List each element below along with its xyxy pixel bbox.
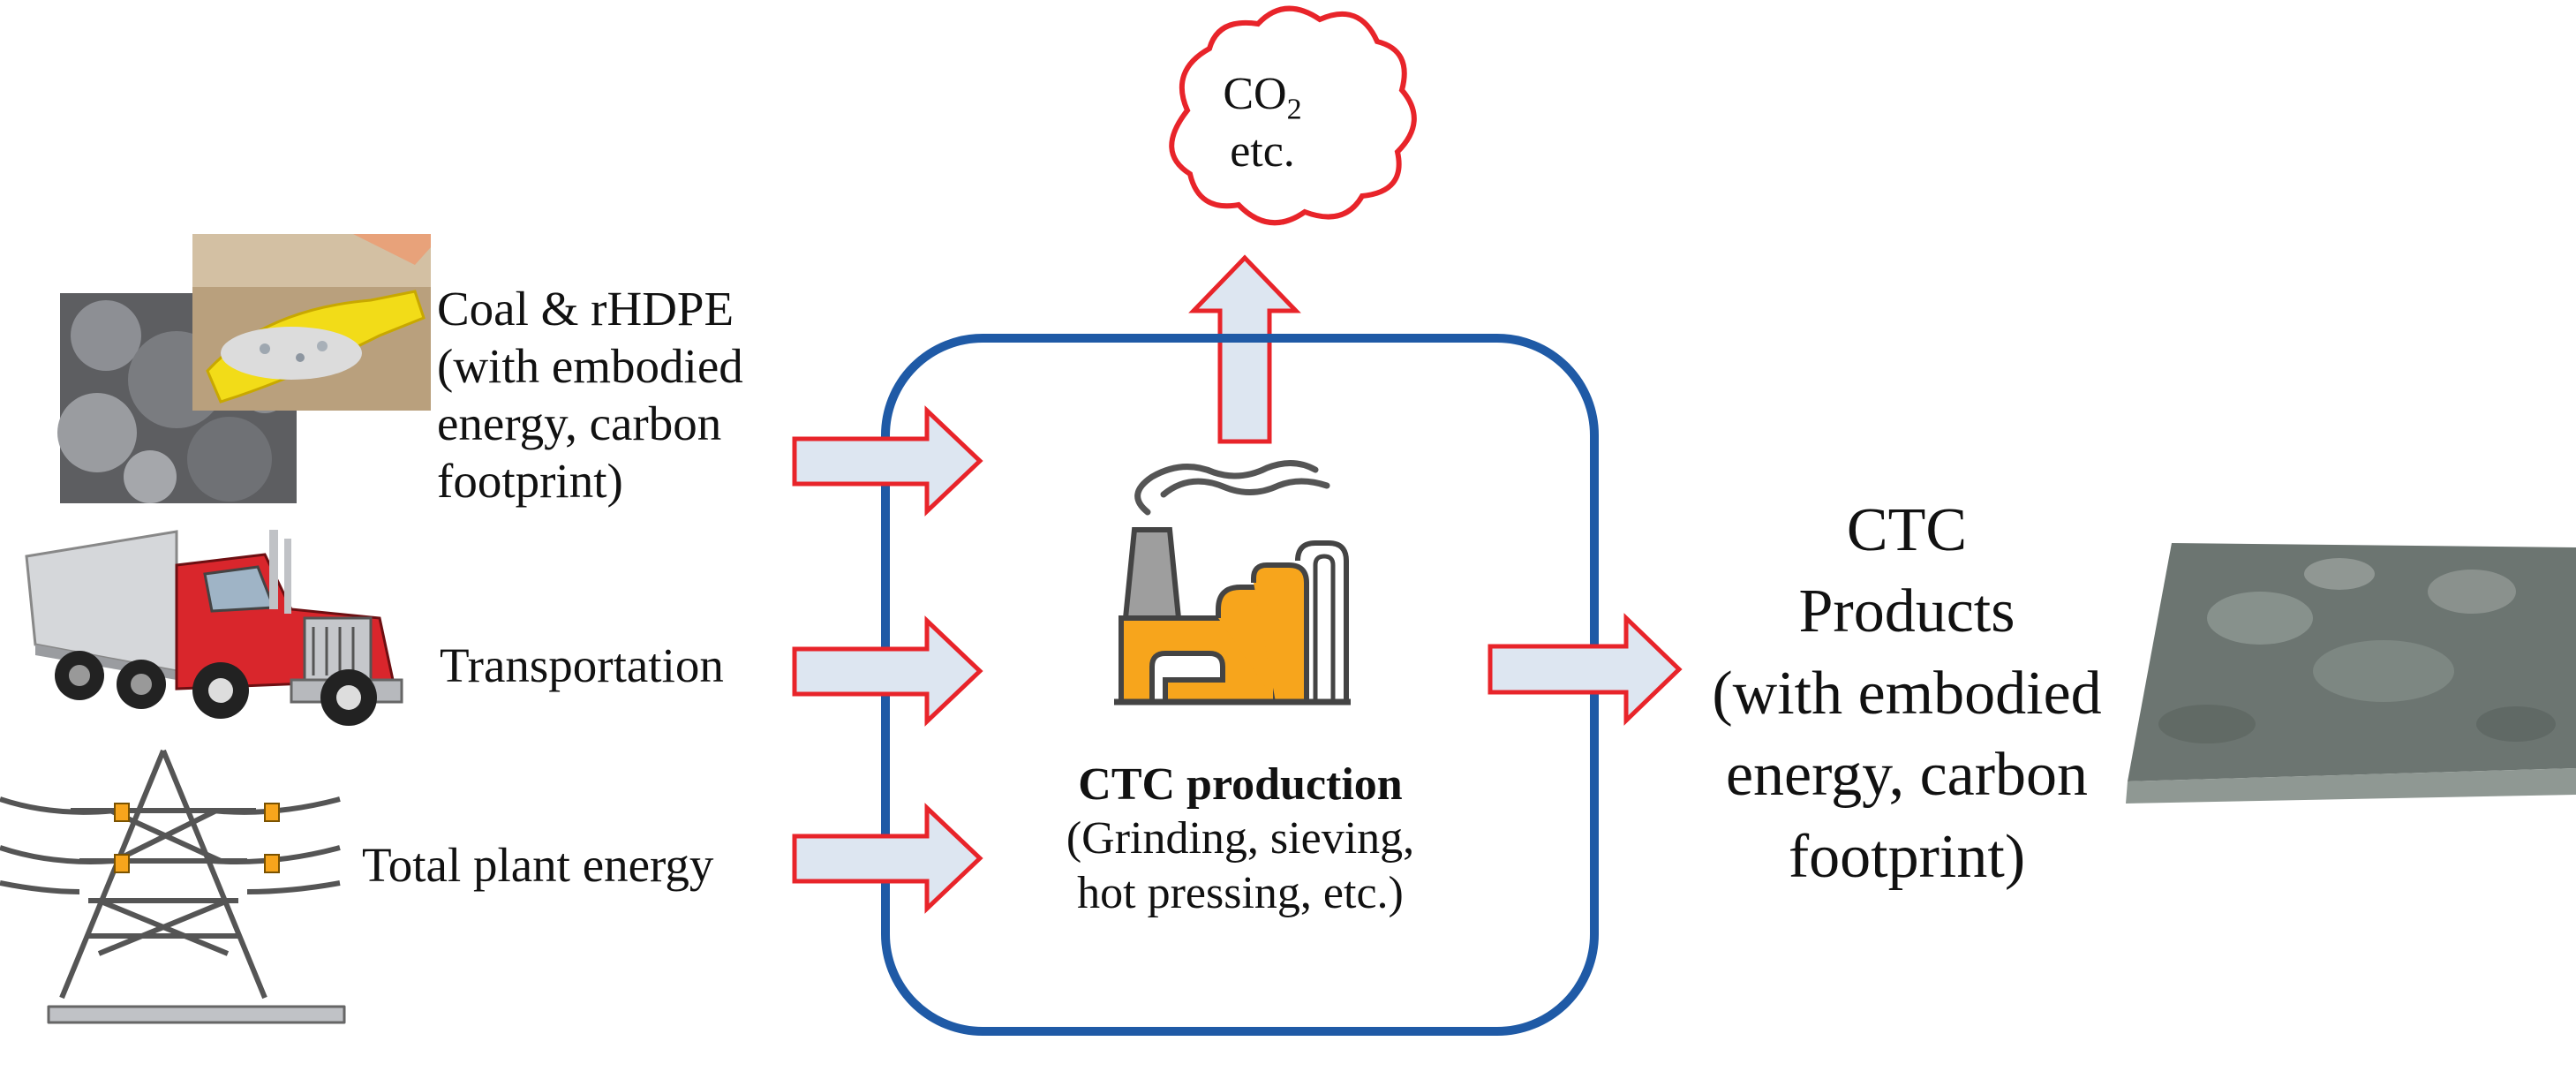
emission-cloud	[1169, 5, 1417, 226]
input-arrow-energy	[792, 803, 983, 914]
truck-icon	[25, 530, 403, 726]
materials-label-line: footprint)	[437, 453, 623, 508]
input-arrow-materials	[792, 405, 983, 517]
coal-and-plastic-photo	[57, 234, 431, 503]
cloud-label: CO2 etc.	[1187, 69, 1337, 177]
plant-energy-label: Total plant energy	[362, 838, 714, 892]
process-description: CTC production (Grinding, sieving, hot p…	[962, 758, 1518, 920]
process-detail-line: hot pressing, etc.)	[1077, 867, 1404, 918]
process-detail-line: (Grinding, sieving,	[1066, 813, 1415, 864]
materials-label-line: (with embodied	[437, 338, 743, 393]
output-label: CTC Products (with embodied energy, carb…	[1660, 490, 2154, 898]
etc-label: etc.	[1230, 125, 1295, 177]
output-arrow	[1488, 613, 1683, 726]
output-label-line: CTC	[1846, 496, 1968, 564]
materials-label: Coal & rHDPE (with embodied energy, carb…	[437, 281, 743, 510]
output-label-line: energy, carbon	[1725, 741, 2089, 810]
process-title: CTC production	[1078, 759, 1403, 810]
output-label-line: Products	[1798, 577, 2015, 646]
output-label-line: footprint)	[1788, 822, 2026, 891]
emission-arrow	[1188, 254, 1301, 444]
factory-icon	[1114, 460, 1351, 706]
power-tower-icon	[0, 749, 346, 1024]
materials-label-line: energy, carbon	[437, 396, 722, 450]
co2-label: CO2	[1223, 69, 1302, 126]
power-insulators	[114, 803, 280, 873]
ctc-tile-photo	[2126, 543, 2576, 804]
input-arrow-transport	[792, 615, 983, 727]
transportation-label: Transportation	[440, 638, 724, 692]
materials-label-line: Coal & rHDPE	[437, 282, 734, 336]
output-label-line: (with embodied	[1712, 659, 2102, 728]
